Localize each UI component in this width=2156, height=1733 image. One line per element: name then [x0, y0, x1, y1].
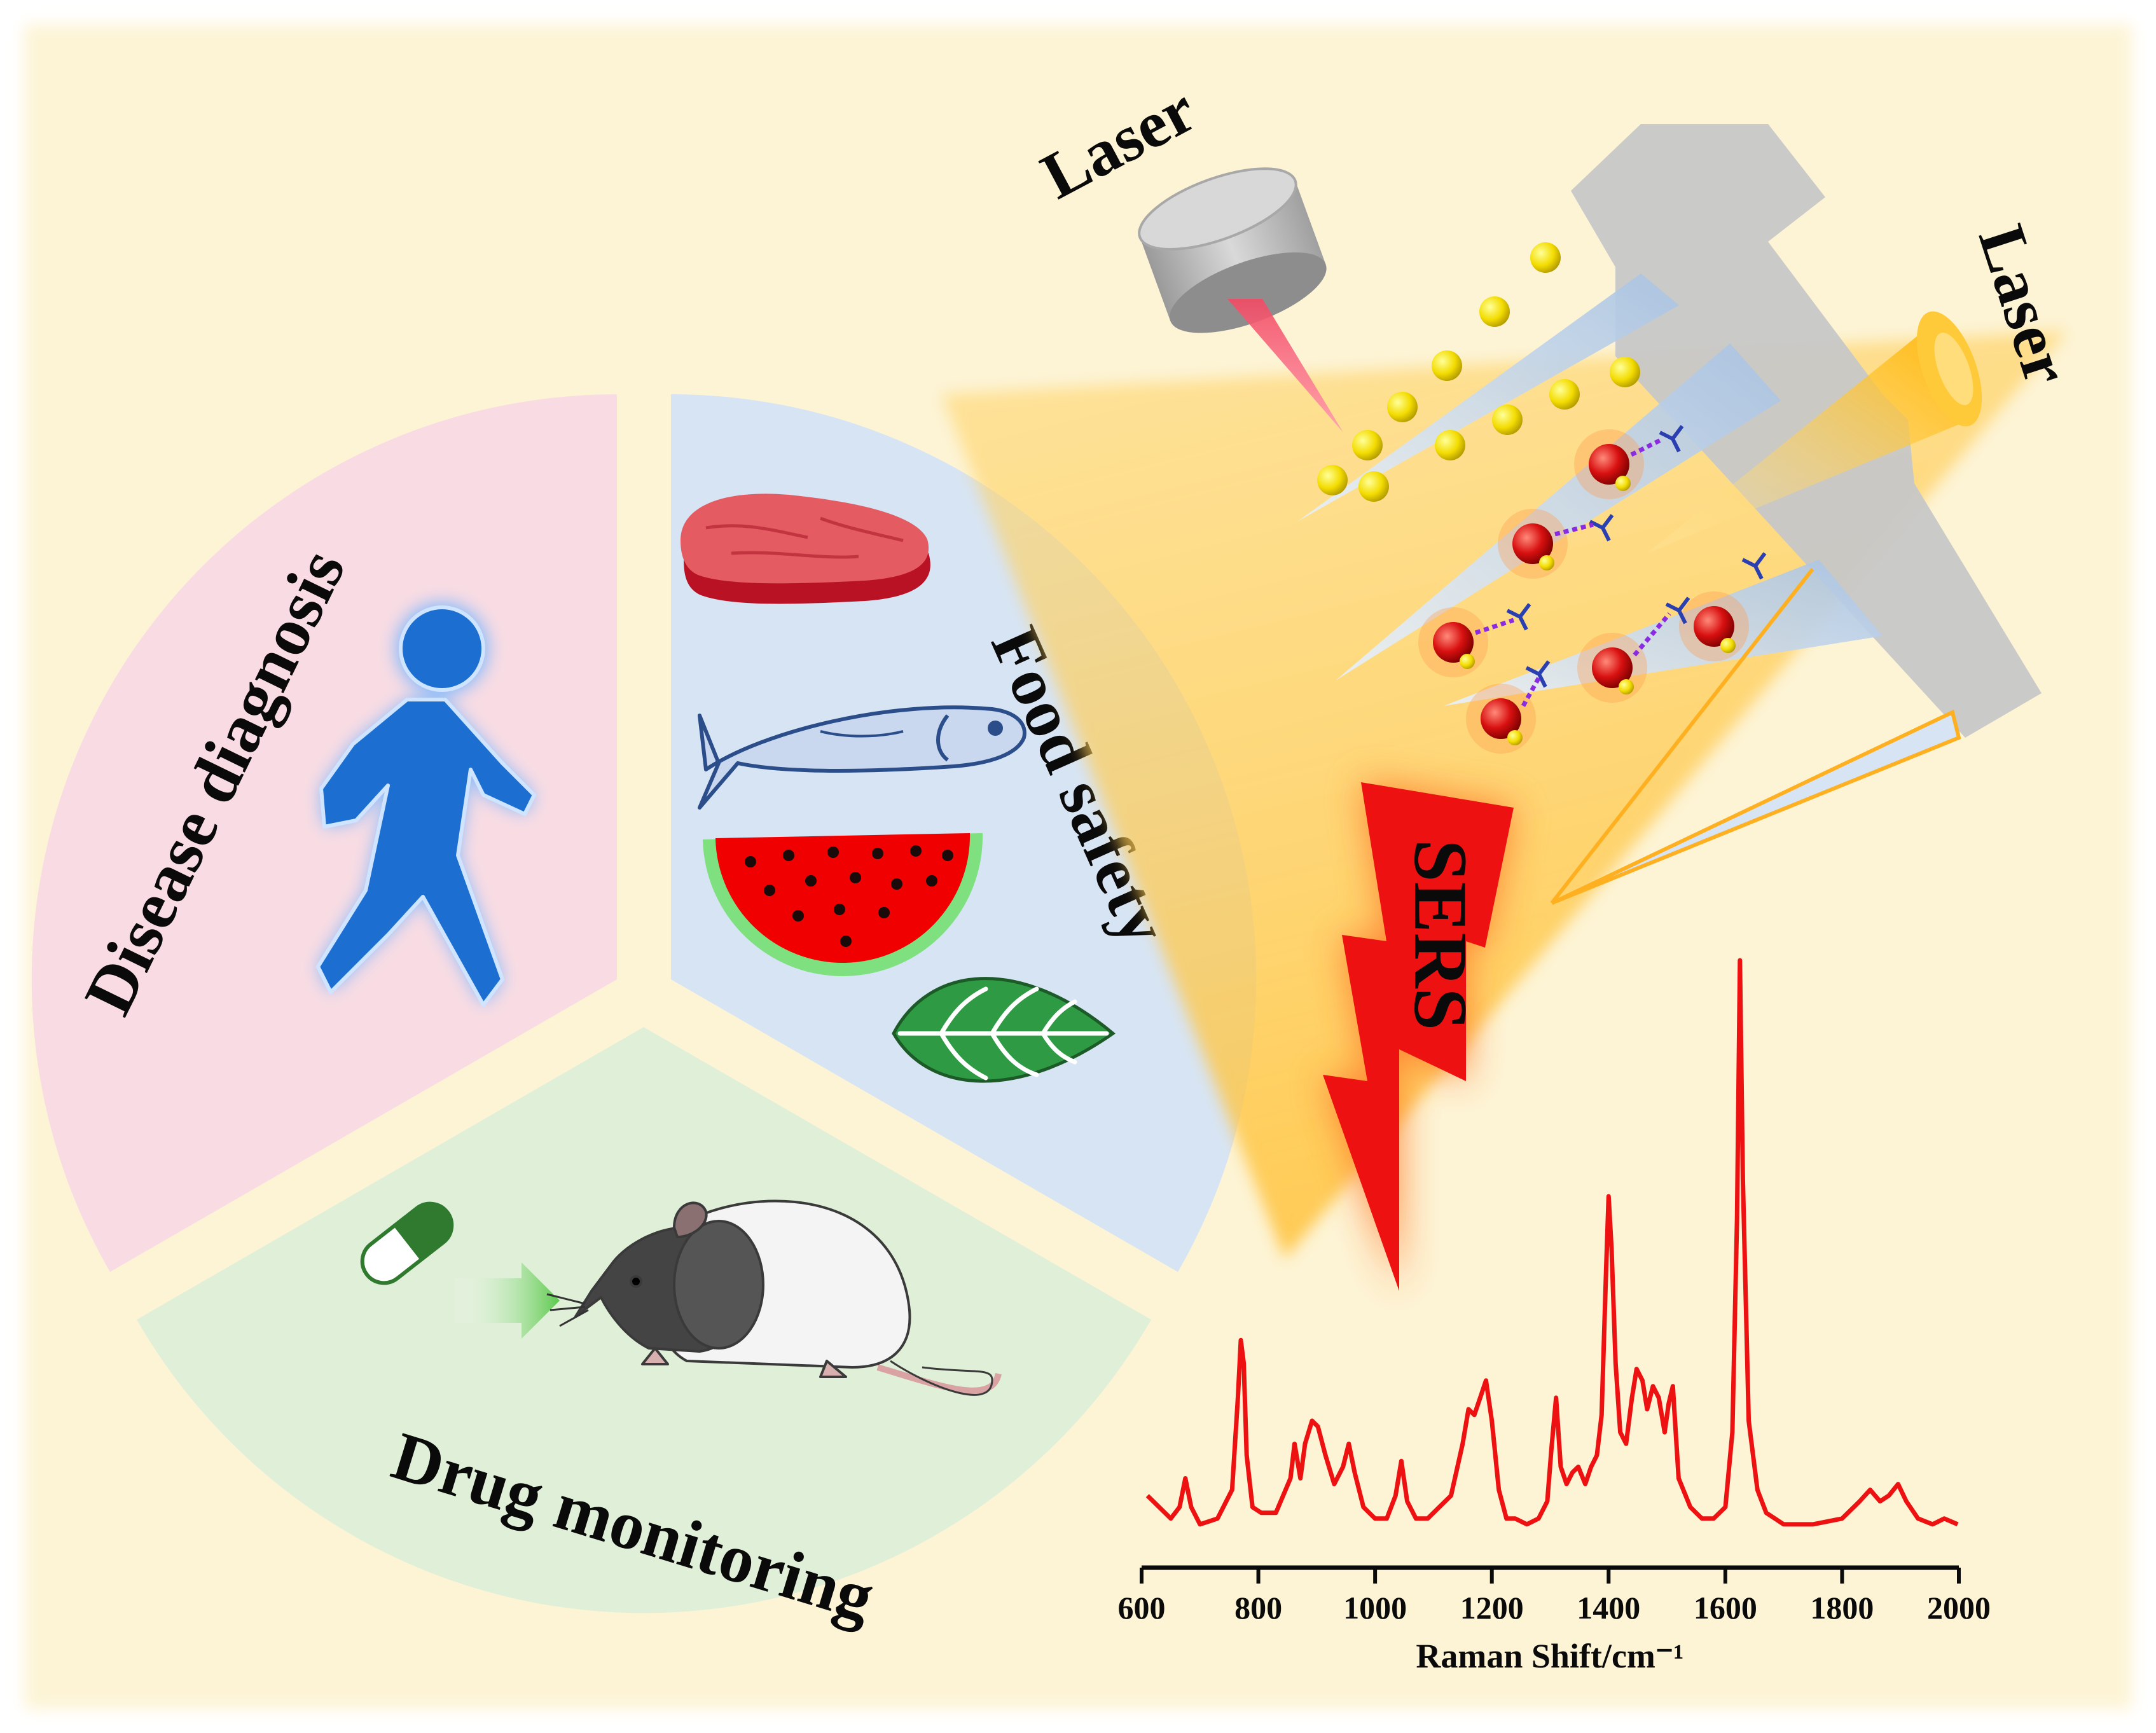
laser-beam-red	[1227, 299, 1343, 432]
spectrum-series-line	[1145, 958, 1959, 1527]
x-tick-label: 600	[1118, 1590, 1166, 1626]
x-tick-label: 2000	[1927, 1590, 1991, 1626]
x-axis-ticks: 600 800 1000 1200 1400 1600 1800 2000	[1118, 1568, 1991, 1626]
laser-beam-orange	[1647, 318, 1978, 553]
chip-channel-2	[1336, 343, 1781, 680]
watermelon-icon	[703, 833, 983, 976]
x-tick-label: 1800	[1810, 1590, 1874, 1626]
meat-icon	[681, 494, 930, 604]
sers-device: Laser Laser SERS	[941, 72, 2084, 1291]
laser-right	[1916, 311, 1982, 427]
capsule-icon	[360, 1201, 454, 1285]
labeled-nanoparticles	[1418, 429, 1749, 754]
arrow-icon	[455, 1262, 560, 1339]
target-molecules	[1474, 436, 1671, 707]
chip-channel-3	[1444, 560, 1883, 706]
chip-channel-1	[1297, 273, 1679, 521]
person-walking-icon	[316, 603, 536, 1007]
leaf-icon	[892, 977, 1116, 1083]
chip-channel-4	[1551, 709, 1961, 905]
x-tick-label: 1000	[1343, 1590, 1407, 1626]
x-axis-title: Raman Shift/cm⁻¹	[1416, 1637, 1683, 1675]
x-tick-label: 1600	[1694, 1590, 1757, 1626]
antibodies	[1506, 425, 1767, 688]
laser-top	[1138, 167, 1327, 333]
sers-bolt: SERS	[1323, 782, 1514, 1291]
fish-icon	[698, 705, 1026, 810]
sers-label: SERS	[1399, 839, 1483, 1030]
raman-spectrum-chart: 600 800 1000 1200 1400 1600 1800 2000 Raman Shi…	[1118, 958, 1991, 1675]
x-tick-label: 800	[1234, 1590, 1282, 1626]
rat-icon	[546, 1199, 1002, 1396]
x-tick-label: 1400	[1577, 1590, 1640, 1626]
gold-nanoparticles	[1317, 242, 1640, 502]
illumination-cone	[941, 331, 2067, 1259]
x-tick-label: 1200	[1460, 1590, 1524, 1626]
